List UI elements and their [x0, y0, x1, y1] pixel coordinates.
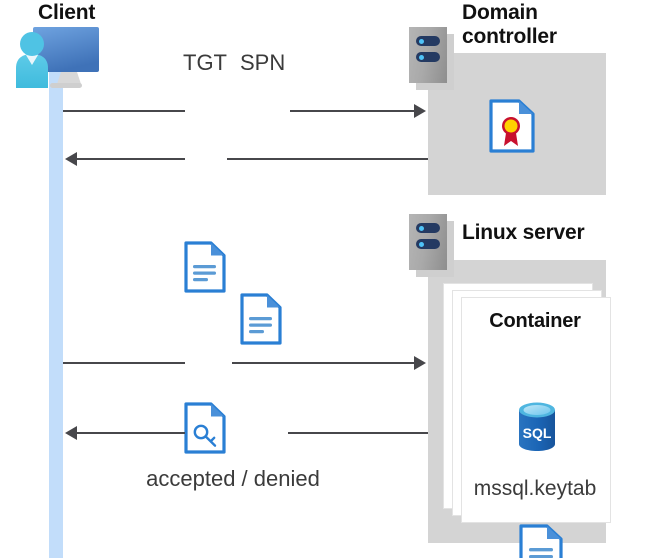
- container-title: Container: [489, 310, 581, 332]
- flow4-line-left: [77, 432, 185, 434]
- spn-label: SPN: [240, 50, 286, 75]
- tgt-label: TGT: [183, 50, 227, 75]
- client-workstation-icon: [10, 26, 114, 90]
- flow3-arrowhead: [414, 356, 426, 370]
- tgt-document-icon: [184, 241, 226, 293]
- flow2-line-right: [227, 158, 428, 160]
- flow2-line-left: [77, 158, 185, 160]
- domain-controller-server-icon: [409, 27, 454, 90]
- flow1-line-left: [63, 110, 185, 112]
- linux-server-icon: [409, 214, 454, 277]
- flow2-arrowhead: [65, 152, 77, 166]
- sql-database-icon: SQL: [516, 401, 558, 453]
- flow3-line-left: [63, 362, 185, 364]
- keytab-filename-label: mssql.keytab: [473, 477, 597, 500]
- spn-document-icon: [240, 293, 282, 345]
- svg-text:SQL: SQL: [523, 425, 552, 441]
- client-lifeline: [49, 66, 63, 558]
- keytab-document-icon: [519, 524, 563, 558]
- linux-server-title: Linux server: [462, 221, 585, 244]
- service-ticket-key-document-icon: [184, 402, 226, 454]
- domain-controller-title-line2: controller: [462, 24, 557, 48]
- flow4-line-right: [288, 432, 428, 434]
- flow1-line-right: [290, 110, 418, 112]
- client-title: Client: [38, 1, 96, 24]
- certificate-document-icon: [489, 99, 535, 153]
- flow4-arrowhead: [65, 426, 77, 440]
- flow1-arrowhead: [414, 104, 426, 118]
- domain-controller-title: Domain controller: [462, 1, 652, 48]
- accepted-denied-label: accepted / denied: [146, 466, 320, 491]
- flow3-line-right: [232, 362, 418, 364]
- domain-controller-title-line1: Domain: [462, 1, 538, 24]
